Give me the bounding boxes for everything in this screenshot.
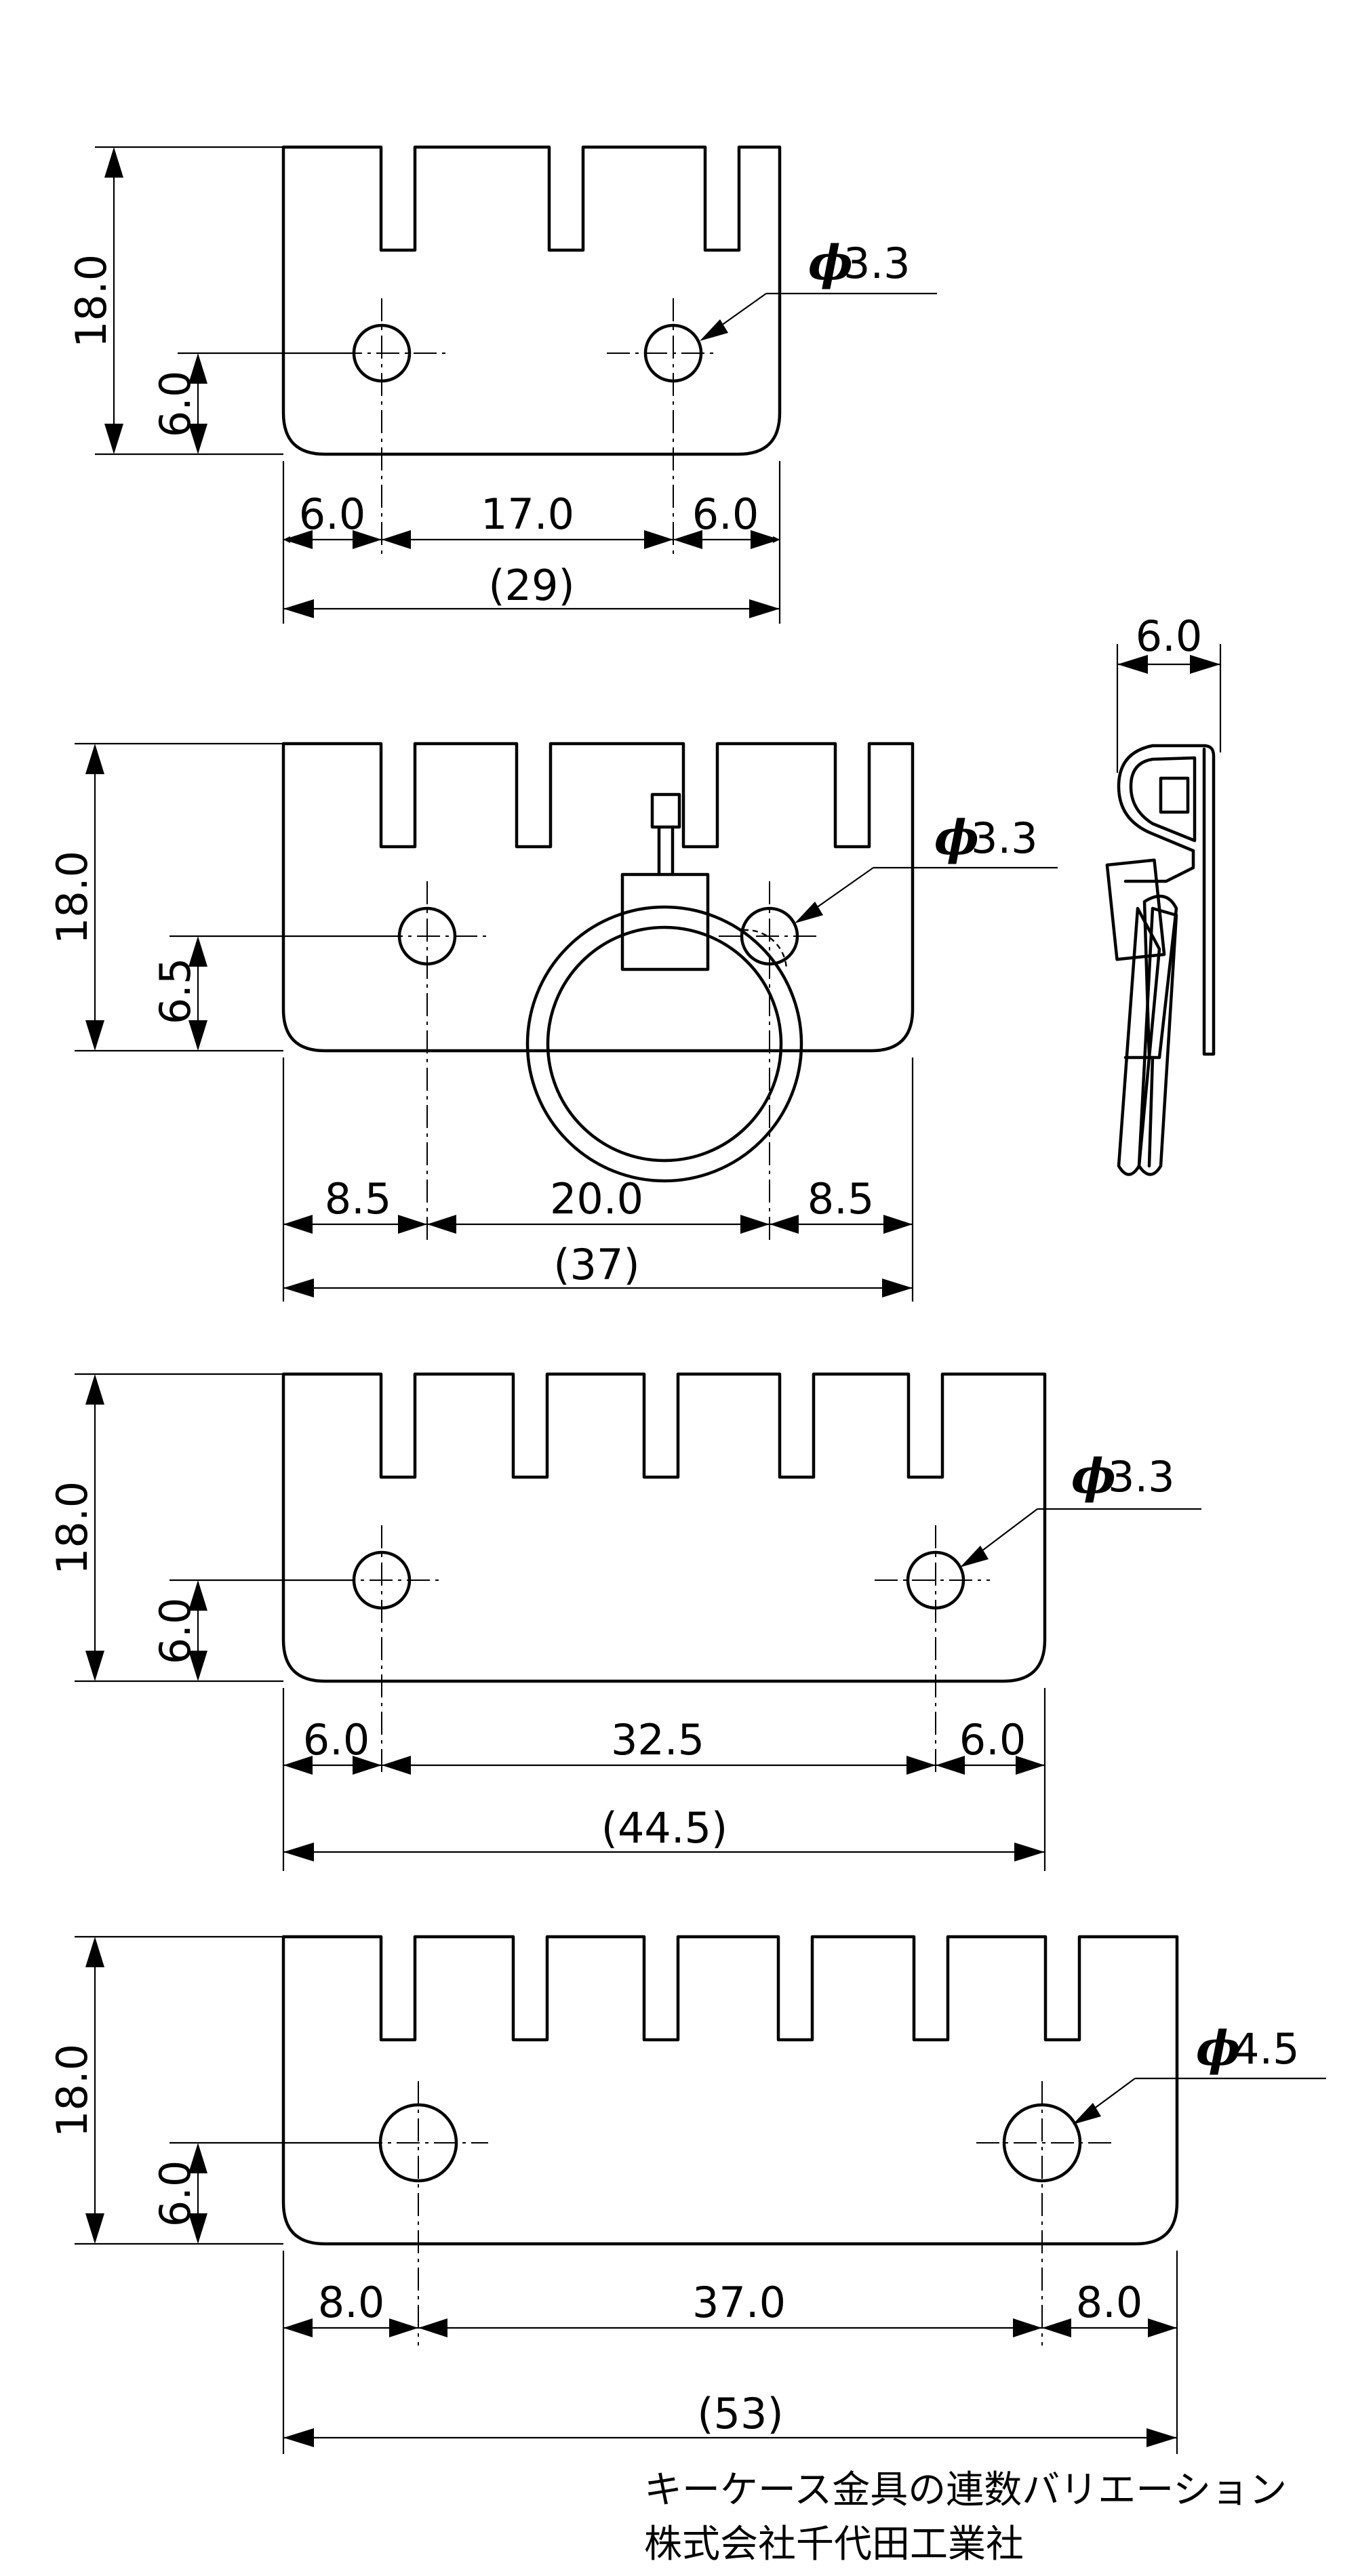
right-margin-dim-4: 8.0 (1076, 2278, 1143, 2327)
hole-height-dim-1: 6.0 (151, 371, 200, 438)
view-2-ring-plate: 18.0 6.5 8.5 20.0 8.5 (37) ϕ 3.3 (47, 742, 1058, 1302)
view-1-two-slot-plate: 18.0 6.0 6.0 17.0 6.0 (29) ϕ 3.3 (66, 145, 937, 624)
plate-outline-3 (281, 1372, 1047, 1683)
phi-symbol-3: ϕ (1071, 1448, 1116, 1504)
view-3-four-slot-plate: 18.0 6.0 6.0 32.5 6.0 (44.5) ϕ 3.3 (47, 1372, 1201, 1871)
height-dim-2: 18.0 (47, 851, 97, 944)
hole-pitch-dim-3: 32.5 (611, 1715, 704, 1765)
hole-pitch-dim-2: 20.0 (550, 1174, 643, 1224)
ring-clip-tab (650, 792, 681, 829)
phi-symbol-2: ϕ (934, 809, 979, 866)
caption-title: キーケース金具の連数バリエーション (644, 2468, 1287, 2512)
phi-symbol-1: ϕ (808, 235, 853, 291)
total-width-dim-1: (29) (488, 561, 574, 610)
hole-height-dim-4: 6.0 (151, 2160, 200, 2228)
hole-height-dim-3: 6.0 (151, 1598, 200, 1665)
hole-diameter-dim-2: 3.3 (971, 813, 1038, 863)
left-margin-dim-4: 8.0 (318, 2278, 385, 2327)
view-4-five-slot-plate: 18.0 6.0 8.0 37.0 8.0 (53) ϕ 4.5 (47, 1935, 1326, 2454)
right-margin-dim-1: 6.0 (692, 489, 759, 539)
side-plate-profile (1117, 744, 1216, 1056)
hole-pitch-dim-4: 37.0 (692, 2278, 786, 2327)
height-dim-1: 18.0 (66, 254, 116, 348)
hole-diameter-dim-1: 3.3 (843, 239, 911, 288)
total-width-dim-2: (37) (553, 1240, 639, 1289)
plate-outline-4 (281, 1935, 1179, 2246)
right-margin-dim-3: 6.0 (959, 1715, 1026, 1765)
right-margin-dim-2: 8.5 (807, 1174, 875, 1224)
caption-company: 株式会社千代田工業社 (644, 2522, 1024, 2567)
key-ring-outer (525, 905, 803, 1183)
hole-diameter-dim-3: 3.3 (1108, 1452, 1175, 1502)
total-width-dim-3: (44.5) (601, 1803, 727, 1853)
key-ring-inner (546, 925, 783, 1163)
hole-height-dim-2: 6.5 (151, 958, 200, 1025)
hole-diameter-dim-4: 4.5 (1233, 2024, 1300, 2074)
total-width-dim-4: (53) (697, 2389, 783, 2438)
side-view: 6.0 (1105, 611, 1222, 1176)
phi-symbol-4: ϕ (1196, 2020, 1241, 2076)
left-margin-dim-3: 6.0 (303, 1715, 370, 1765)
left-margin-dim-2: 8.5 (325, 1174, 392, 1224)
height-dim-3: 18.0 (47, 1481, 97, 1575)
left-margin-dim-1: 6.0 (299, 489, 366, 539)
ring-clip-block (620, 872, 710, 971)
height-dim-4: 18.0 (47, 2044, 97, 2137)
plate-outline-2 (281, 742, 915, 1053)
side-width-dim: 6.0 (1136, 611, 1203, 661)
hole-pitch-dim-1: 17.0 (481, 489, 574, 539)
plate-outline-1 (281, 145, 782, 456)
